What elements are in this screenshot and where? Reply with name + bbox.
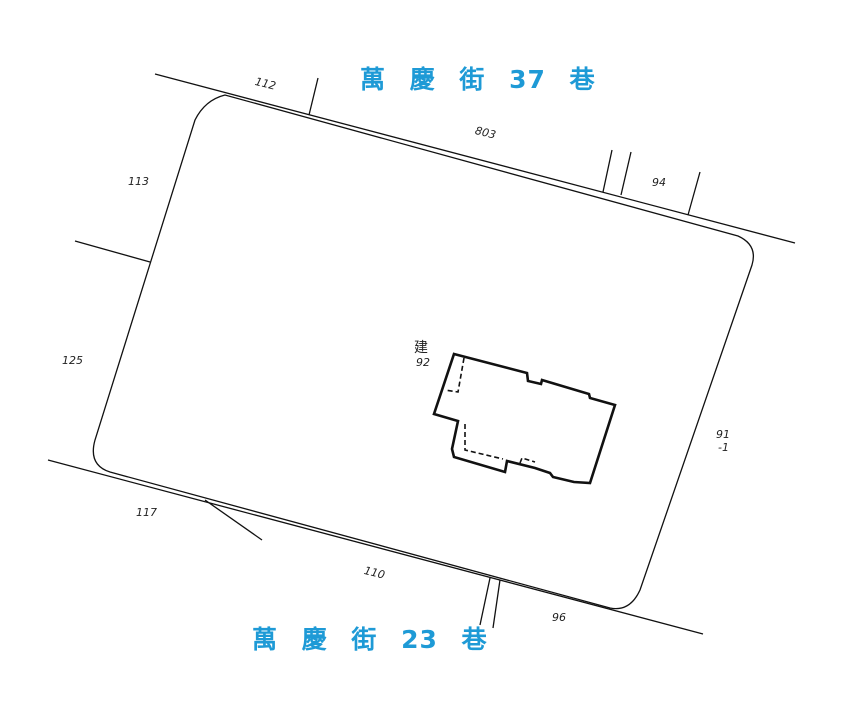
parcel-divider — [602, 149, 613, 193]
parcel-91-1-suffix: -1 — [718, 441, 729, 454]
parcel-divider — [620, 151, 632, 196]
parcel-803: 803 — [474, 124, 498, 142]
building-label: 建 — [414, 340, 428, 356]
parcel-divider — [308, 77, 319, 116]
parcel-divider — [492, 579, 501, 629]
road-boundary-bottom — [47, 459, 704, 635]
building-number: 92 — [416, 356, 430, 369]
parcel-divider — [479, 577, 491, 626]
parcel-91-1: 91 — [716, 428, 730, 441]
street-label-top: 萬 慶 街 37 巷 — [360, 65, 596, 94]
street-label-bottom: 萬 慶 街 23 巷 — [252, 625, 488, 654]
parcel-125: 125 — [62, 354, 83, 367]
parcel-117: 117 — [136, 506, 157, 519]
parcel-divider — [204, 499, 263, 541]
parcel-110: 110 — [363, 564, 387, 582]
parcel-divider — [687, 171, 701, 216]
parcel-112: 112 — [254, 75, 278, 93]
parcel-94: 94 — [652, 176, 666, 189]
parcel-113: 113 — [128, 175, 149, 188]
parcel-96: 96 — [552, 611, 566, 624]
road-boundary-top — [154, 73, 796, 244]
lot-boundary — [92, 94, 755, 610]
parcel-divider — [74, 240, 151, 263]
building-footprint — [432, 352, 617, 485]
